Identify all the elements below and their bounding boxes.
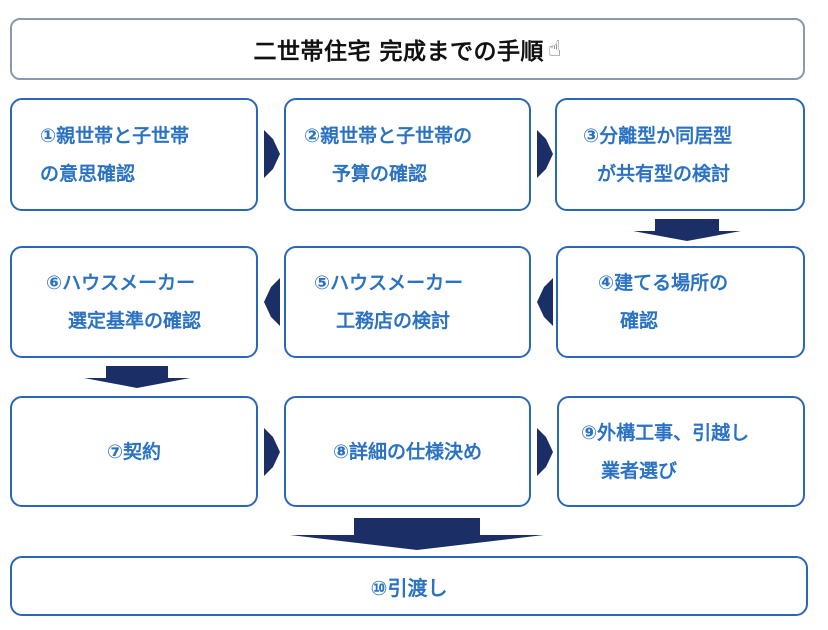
arrow-down-to-10 [290, 518, 544, 550]
step-7-line-1: ⑦契約 [106, 440, 162, 463]
step-6-line-1: ⑥ハウスメーカー [46, 272, 196, 294]
step-3-box: ③分離型か同居型 が共有型の検討 [555, 98, 805, 211]
step-2-line-2: 予算の確認 [332, 162, 428, 185]
step-3-line-1: ③分離型か同居型 [583, 124, 733, 147]
step-10-label: ⑩引渡し [370, 575, 448, 600]
arrow-down-6-to-7 [84, 366, 190, 388]
step-1-line-2: の意思確認 [40, 162, 136, 185]
step-7-box: ⑦契約 [10, 396, 258, 507]
arrow-left-4-to-5 [537, 278, 553, 326]
arrow-right-2-to-3 [537, 130, 553, 178]
arrow-right-7-to-8 [264, 428, 280, 476]
step-9-line-2: 業者選び [601, 459, 678, 482]
step-5-line-2: 工務店の検討 [336, 310, 451, 332]
step-8-box: ⑧詳細の仕様決め [284, 396, 531, 507]
arrow-left-5-to-6 [264, 278, 280, 326]
step-4-line-2: 確認 [620, 310, 659, 332]
step-4-line-1: ④建てる場所の [598, 272, 729, 294]
step-2-box: ②親世帯と子世帯の 予算の確認 [284, 98, 531, 211]
step-5-line-1: ⑤ハウスメーカー [314, 272, 464, 294]
step-6-line-2: 選定基準の確認 [68, 310, 202, 332]
arrow-right-8-to-9 [537, 428, 553, 476]
page-title-box: 二世帯住宅 完成までの手順 ☝ [10, 18, 805, 80]
step-10-box: ⑩引渡し [10, 556, 808, 616]
step-1-line-1: ①親世帯と子世帯 [40, 124, 190, 147]
step-8-line-1: ⑧詳細の仕様決め [332, 440, 483, 463]
step-6-box: ⑥ハウスメーカー 選定基準の確認 [10, 246, 258, 358]
step-9-box: ⑨外構工事、引越し 業者選び [557, 396, 805, 507]
arrow-down-3-to-4 [633, 219, 741, 241]
step-2-line-1: ②親世帯と子世帯の [304, 124, 473, 147]
step-4-box: ④建てる場所の 確認 [556, 246, 805, 358]
step-5-box: ⑤ハウスメーカー 工務店の検討 [284, 246, 531, 358]
step-9-line-1: ⑨外構工事、引越し [581, 421, 750, 444]
arrow-right-1-to-2 [264, 130, 280, 178]
step-3-line-2: が共有型の検討 [597, 162, 731, 185]
page-title: 二世帯住宅 完成までの手順 [253, 39, 545, 65]
pointing-hand-icon: ☝ [548, 36, 562, 62]
step-1-box: ①親世帯と子世帯 の意思確認 [10, 98, 258, 211]
